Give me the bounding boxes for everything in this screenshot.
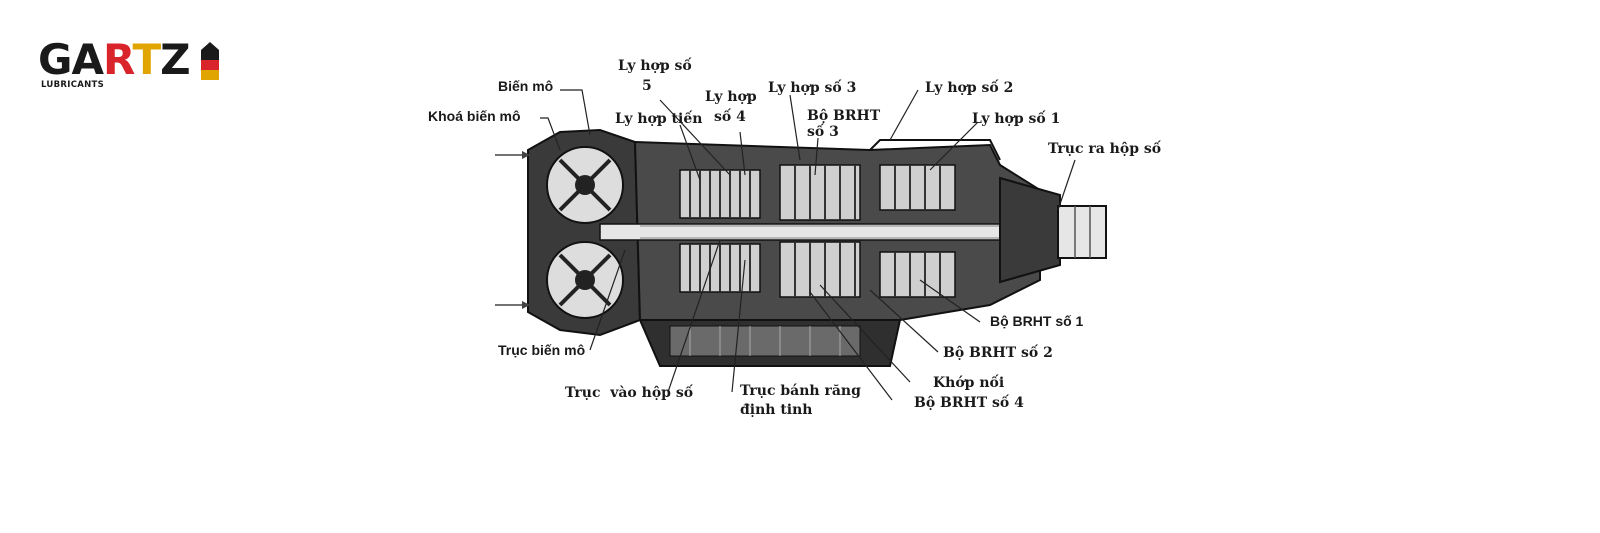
- label-ly-hop-so-1: Ly hợp số 1: [972, 109, 1060, 127]
- label-khop-noi: Khớp nối: [933, 373, 1004, 391]
- gartz-logo: GARTZ LUBRICANTS: [38, 36, 228, 94]
- label-truc-vao-hop-so: Trục vào hộp số: [565, 383, 694, 401]
- logo-wordmark: GARTZ: [38, 35, 191, 84]
- leader-lines: [540, 89, 1076, 401]
- label-khoa-bien-mo: Khoá biến mô: [428, 108, 521, 124]
- label-ly-hop-so-4-line1: Ly hợp: [705, 89, 757, 105]
- logo-letter-t: T: [132, 35, 161, 84]
- logo-letters-ga: GA: [38, 35, 104, 84]
- label-bo-brht-so-2: Bộ BRHT số 2: [943, 343, 1053, 361]
- transmission-cutaway: [495, 128, 1107, 367]
- label-truc-bien-mo: Trục biến mô: [498, 342, 585, 358]
- label-ly-hop-tien: Ly hợp tiến: [615, 109, 702, 127]
- label-bien-mo: Biến mô: [498, 78, 553, 94]
- label-ly-hop-so-4-line2: số 4: [714, 107, 746, 125]
- logo-letter-r: R: [102, 35, 133, 84]
- logo-subtitle: LUBRICANTS: [41, 80, 105, 90]
- label-truc-banh-rang-line1: Trục bánh răng: [740, 383, 861, 399]
- label-bo-brht-so-3-line1: Bộ BRHT: [807, 108, 881, 124]
- labels: Biến mô Khoá biến mô Ly hợp số 5 Ly hợp …: [428, 56, 1162, 418]
- label-bo-brht-so-1: Bộ BRHT số 1: [990, 313, 1084, 329]
- label-ly-hop-so-3: Ly hợp số 3: [768, 78, 856, 96]
- label-truc-ra-hop-so: Trục ra hộp số: [1048, 139, 1162, 157]
- label-ly-hop-so-5-line1: Ly hợp số: [618, 56, 692, 74]
- label-ly-hop-so-5-line2: 5: [642, 78, 652, 94]
- label-ly-hop-so-2: Ly hợp số 2: [925, 78, 1013, 96]
- label-bo-brht-so-3-line2: số 3: [807, 122, 839, 140]
- logo-letter-z: Z: [160, 35, 190, 84]
- label-bo-brht-so-4: Bộ BRHT số 4: [914, 393, 1024, 411]
- label-truc-banh-rang-line2: định tinh: [740, 402, 812, 418]
- german-flag-icon: [201, 42, 219, 80]
